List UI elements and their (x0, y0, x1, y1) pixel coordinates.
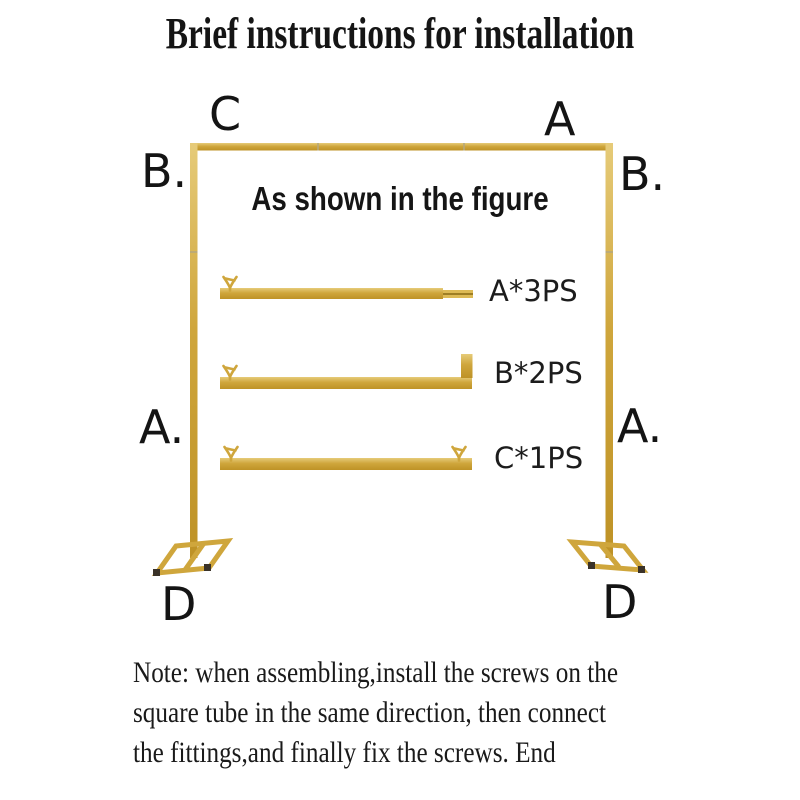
part-label-c: C*1PS (494, 441, 584, 475)
foot-cap (588, 562, 595, 569)
base-right (566, 539, 649, 573)
frame-label-b-left: B. (141, 144, 188, 198)
frame-label-a-right: A. (617, 399, 663, 453)
frame-label-d-left: D (161, 577, 197, 631)
page-title: Brief instructions for installation (165, 9, 635, 58)
base-crossbar (598, 542, 621, 569)
frame-top-crossbar (190, 143, 613, 151)
base-left (151, 537, 234, 577)
frame-label-a-top: A (544, 92, 576, 146)
part-bar-b (220, 354, 473, 389)
flange-end (461, 354, 473, 378)
foot-cap (638, 566, 645, 573)
joint-tick (190, 251, 198, 253)
note-line: the fittings,and finally fix the screws.… (133, 736, 556, 769)
foot-cap (204, 564, 211, 571)
joint-tick (463, 143, 465, 151)
figure-caption: As shown in the figure (251, 180, 549, 217)
frame-right-pole (605, 143, 613, 558)
part-bar-a (220, 275, 473, 299)
frame-left-pole (190, 143, 198, 558)
frame (190, 143, 613, 558)
note-line: Note: when assembling,install the screws… (133, 656, 619, 689)
note-line: square tube in the same direction, then … (133, 696, 607, 729)
joint-tick (317, 143, 319, 151)
joint-tick (605, 251, 613, 253)
frame-label-c-top: C (209, 87, 242, 141)
foot-cap (153, 569, 160, 576)
frame-label-d-right: D (602, 575, 638, 629)
base-crossbar (182, 541, 207, 572)
part-label-b: B*2PS (494, 356, 583, 390)
frame-label-a-left: A. (139, 400, 185, 454)
frame-label-b-right: B. (619, 147, 666, 201)
part-bar-c (220, 445, 472, 470)
note-text: Note: when assembling,install the screws… (133, 653, 753, 773)
part-label-a: A*3PS (489, 274, 578, 308)
